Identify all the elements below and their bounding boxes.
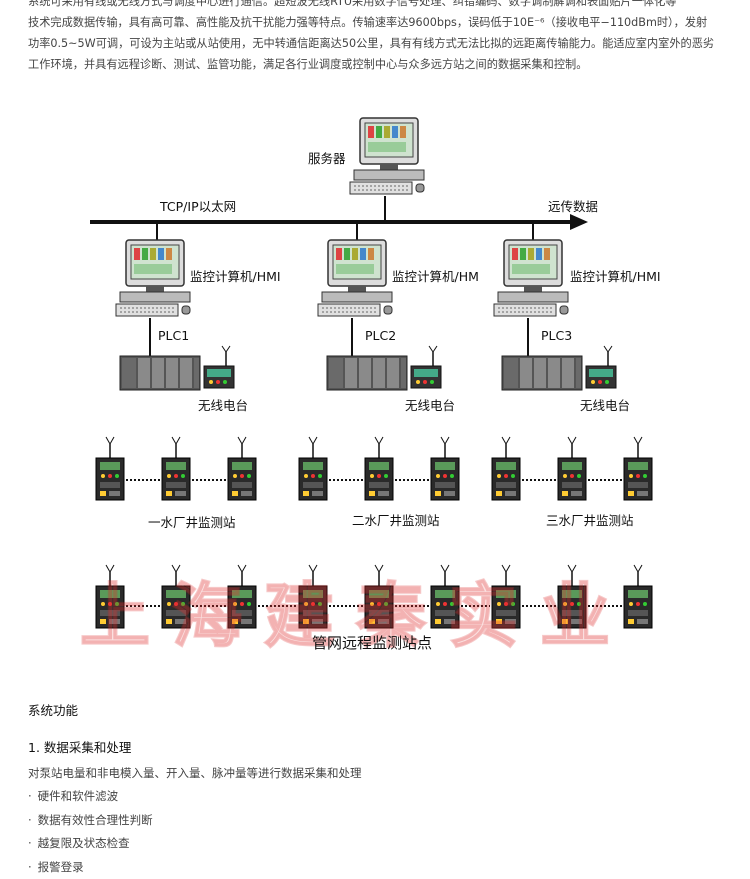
list-item: 越复限及状态检查 [28,832,728,856]
intro-line-3: 功率0.5~5W可调，可设为主站或从站使用，无中转通信距离达50公里，具有有线方… [28,33,724,54]
functions-heading: 系统功能 [28,700,728,719]
plc-label-1: PLC1 [158,328,189,343]
hmi-label-1: 监控计算机/HMI [190,266,281,285]
hmi-computer-3 [494,240,568,316]
system-functions-section: 系统功能 1. 数据采集和处理 对泵站电量和非电模入量、开入量、脉冲量等进行数据… [28,700,728,879]
radio-label-2: 无线电台 [405,395,455,414]
station-group-2 [299,437,459,500]
section1-title: 1. 数据采集和处理 [28,737,728,756]
server-computer [350,118,424,194]
radio-label-3: 无线电台 [580,395,630,414]
section1-description: 对泵站电量和非电模入量、开入量、脉冲量等进行数据采集和处理 [28,765,728,781]
hmi-computer-1 [116,240,190,316]
station-group-label-1: 一水厂井监测站 [148,512,236,531]
arrow-right-icon [570,214,588,230]
plc-label-3: PLC3 [541,328,572,343]
radio-label-1: 无线电台 [198,395,248,414]
pipe-network-label: 管网远程监测站点 [312,632,432,653]
remote-data-label: 远传数据 [548,196,598,215]
radio-3 [586,346,616,388]
station-group-1 [96,437,256,500]
plc-rack-2 [327,356,407,390]
hmi-label-2: 监控计算机/HM [392,266,479,285]
list-item: 硬件和软件滤波 [28,785,728,809]
intro-line-1: 系统可采用有线或无线方式与调度中心进行通信。超短波无线RTU采用数字信号处理、纠… [28,0,724,12]
plc-label-2: PLC2 [365,328,396,343]
plc-rack-1 [120,356,200,390]
radio-2 [411,346,441,388]
plc-rack-3 [502,356,582,390]
hmi-label-3: 监控计算机/HMI [570,266,661,285]
function-items-list: 硬件和软件滤波 数据有效性合理性判断 越复限及状态检查 报警登录 [28,785,728,879]
hmi-computer-2 [318,240,392,316]
station-group-label-3: 三水厂井监测站 [546,510,634,529]
station-group-label-2: 二水厂井监测站 [352,510,440,529]
list-item: 报警登录 [28,856,728,879]
list-item: 数据有效性合理性判断 [28,809,728,833]
network-label: TCP/IP以太网 [160,196,236,215]
server-label: 服务器 [308,148,346,167]
intro-line-4: 工作环境，并具有远程诊断、测试、监管功能，满足各行业调度或控制中心与众多远方站之… [28,54,724,75]
intro-paragraph: 系统可采用有线或无线方式与调度中心进行通信。超短波无线RTU采用数字信号处理、纠… [28,0,724,75]
station-group-3 [492,437,652,500]
radio-1 [204,346,234,388]
intro-line-2: 技术完成数据传输，具有高可靠、高性能及抗干扰能力强等特点。传输速率达9600bp… [28,12,724,33]
